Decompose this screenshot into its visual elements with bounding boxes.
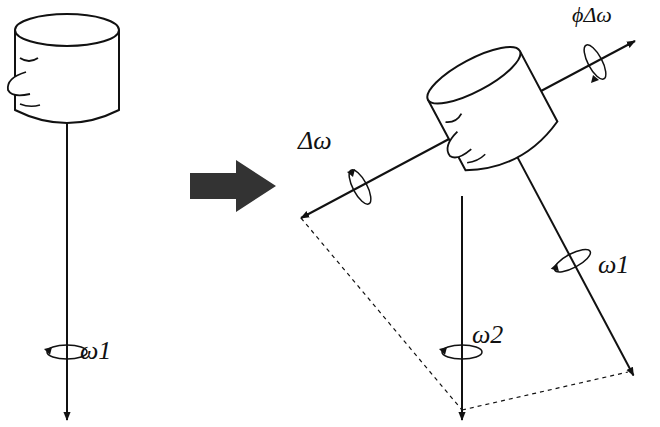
rotation-ring [345, 167, 375, 207]
axis-arrow [541, 41, 635, 91]
axis-arrow [518, 157, 634, 375]
vector-label: ϕΔω [572, 4, 612, 26]
vector-label: ω1 [80, 338, 111, 364]
dashed-line [462, 372, 628, 410]
vector-label: ω2 [472, 322, 503, 348]
axis-arrow [66, 123, 68, 420]
head-figure [414, 37, 563, 185]
transition-arrow [190, 160, 276, 212]
vector-label: Δω [298, 128, 332, 154]
rotation-ring [552, 245, 594, 276]
vector-label: ω1 [598, 252, 629, 278]
dashed-line [301, 218, 462, 410]
axis-arrow [461, 196, 463, 420]
head-figure [8, 14, 119, 123]
rotation-ring [580, 42, 610, 82]
